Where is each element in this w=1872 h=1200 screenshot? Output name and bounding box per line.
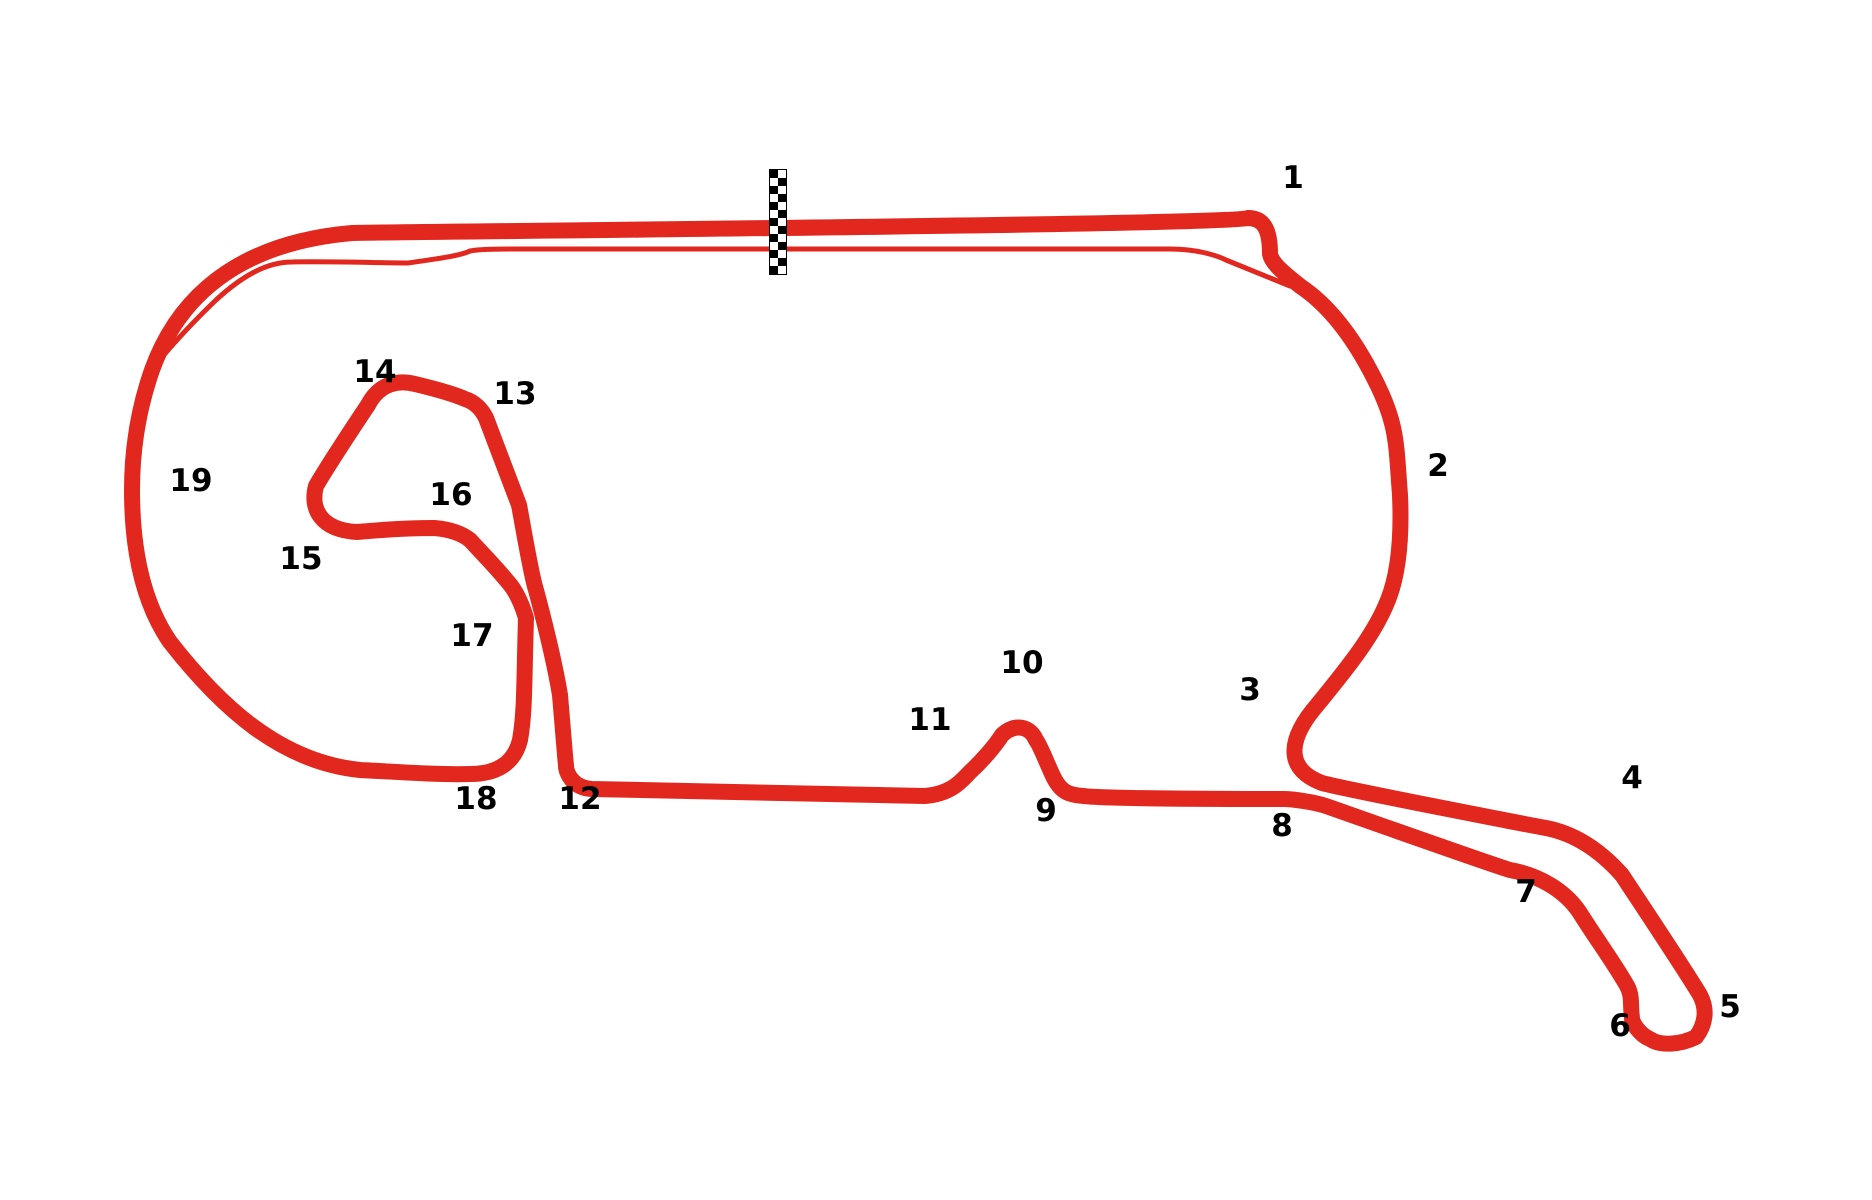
checkered-flag-square [770, 210, 778, 218]
main-circuit-path [124, 210, 1713, 1052]
corner-label-15: 15 [279, 541, 322, 577]
corner-label-12: 12 [558, 781, 601, 817]
corner-label-13: 13 [493, 376, 536, 412]
checkered-flag-square [770, 218, 778, 226]
corner-label-6: 6 [1609, 1008, 1631, 1044]
corner-label-14: 14 [353, 354, 396, 390]
checkered-flag-square [778, 178, 786, 186]
checkered-flag-square [778, 250, 786, 258]
checkered-flag-square [770, 194, 778, 202]
checkered-flag-square [770, 250, 778, 258]
corner-label-8: 8 [1271, 808, 1293, 844]
corner-label-3: 3 [1239, 672, 1261, 708]
checkered-flag-square [778, 186, 786, 194]
checkered-flag-square [770, 170, 778, 178]
checkered-flag-square [778, 194, 786, 202]
checkered-flag-icon [769, 169, 787, 275]
checkered-flag-square [778, 210, 786, 218]
corner-label-9: 9 [1035, 793, 1057, 829]
checkered-flag-square [770, 202, 778, 210]
corner-label-2: 2 [1427, 448, 1449, 484]
checkered-flag-square [770, 266, 778, 274]
checkered-flag-square [778, 242, 786, 250]
checkered-flag-square [770, 234, 778, 242]
checkered-flag-square [778, 266, 786, 274]
corner-label-17: 17 [450, 618, 493, 654]
corner-label-11: 11 [908, 702, 951, 738]
checkered-flag-square [778, 226, 786, 234]
checkered-flag-square [770, 242, 778, 250]
corner-label-7: 7 [1515, 874, 1537, 910]
checkered-flag-square [770, 258, 778, 266]
checkered-flag-square [778, 218, 786, 226]
corner-label-19: 19 [169, 463, 212, 499]
corner-label-16: 16 [429, 477, 472, 513]
checkered-flag-square [770, 226, 778, 234]
corner-label-18: 18 [454, 781, 497, 817]
oval-inner-path [149, 246, 1293, 373]
checkered-flag-square [770, 186, 778, 194]
checkered-flag-square [778, 258, 786, 266]
corner-labels: 1 2 3 4 5 6 7 8 9 10 11 12 13 14 15 16 1… [169, 160, 1740, 1044]
corner-label-4: 4 [1621, 760, 1643, 796]
checkered-flag-square [778, 170, 786, 178]
corner-label-5: 5 [1719, 989, 1741, 1025]
corner-label-1: 1 [1282, 160, 1304, 196]
track-layout [124, 210, 1713, 1052]
checkered-flag-square [778, 234, 786, 242]
corner-label-10: 10 [1000, 645, 1043, 681]
checkered-flag-square [778, 202, 786, 210]
checkered-flag-square [770, 178, 778, 186]
